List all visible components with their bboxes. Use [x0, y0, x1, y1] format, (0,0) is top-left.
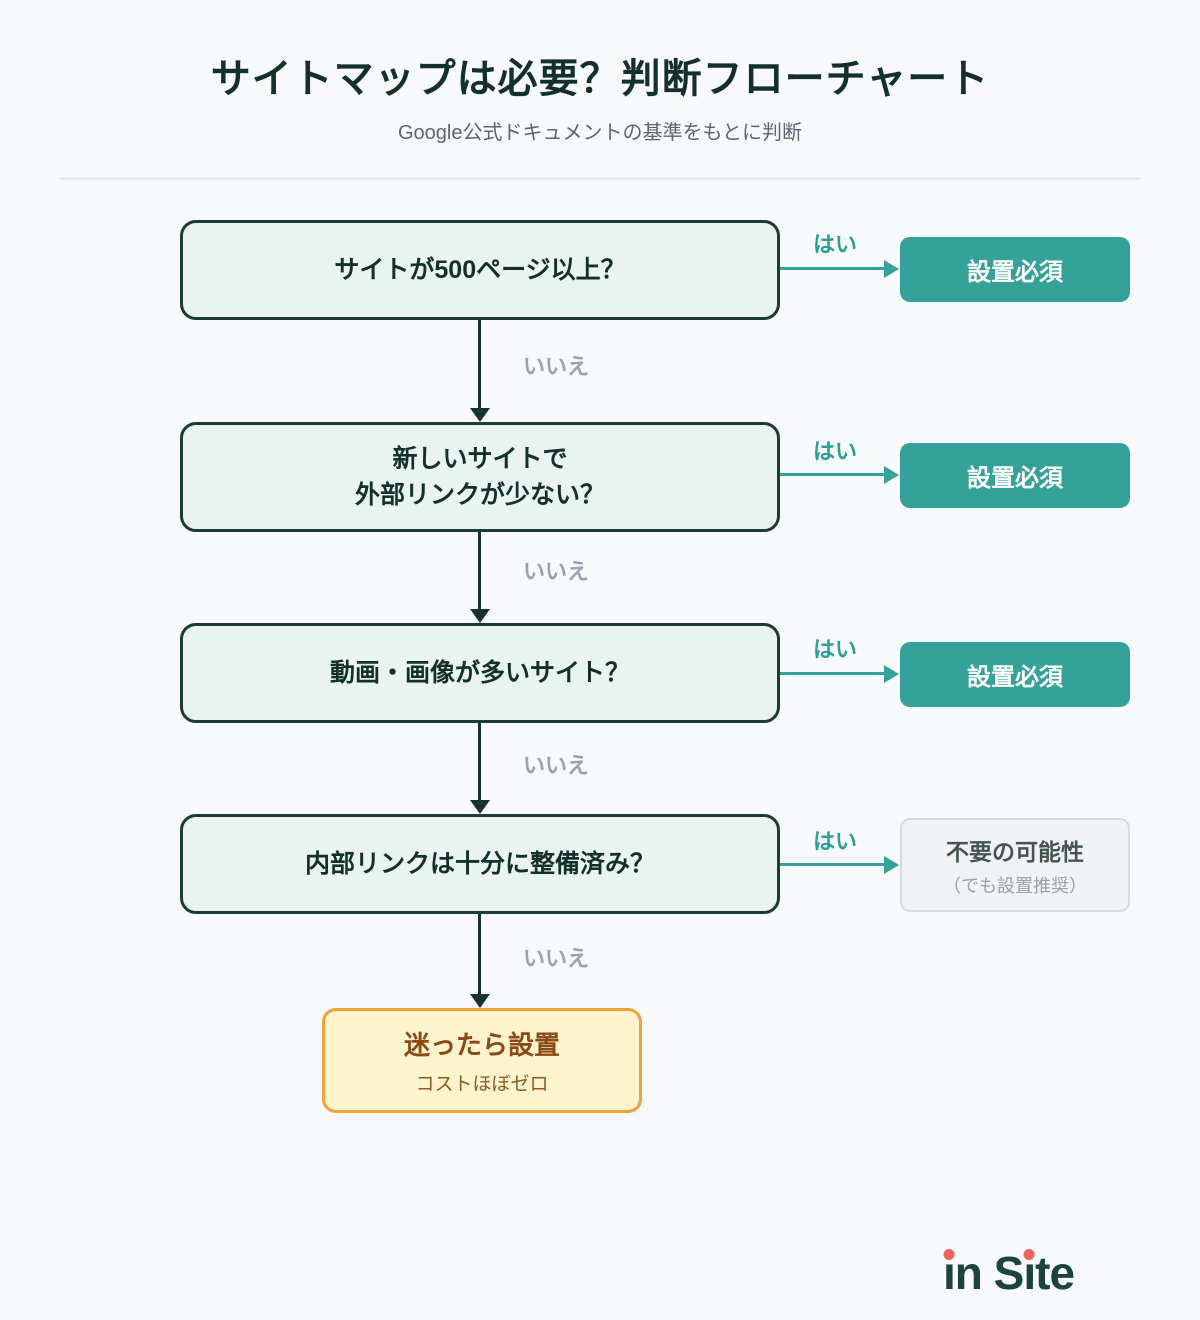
result-box-maybe-unnecessary: 不要の可能性 （でも設置推奨）	[900, 818, 1130, 912]
no-label: いいえ	[523, 559, 590, 584]
question-text-line1: 新しいサイトで	[392, 444, 568, 473]
question-text: 内部リンクは十分に整備済み？	[304, 849, 655, 878]
final-subtitle: コストほぼゼロ	[415, 1074, 549, 1095]
logo-letters: n S	[954, 1247, 1025, 1299]
divider	[60, 177, 1140, 180]
yes-arrow-head-icon	[884, 260, 899, 278]
result-box-required-2: 設置必須	[900, 443, 1130, 508]
logo-letter-i: ı	[943, 1247, 956, 1299]
result-text: 不要の可能性	[946, 838, 1084, 865]
yes-arrow-head-icon	[884, 466, 899, 484]
question-text-line2: 外部リンクが少ない？	[354, 481, 605, 509]
page-subtitle: Google公式ドキュメントの基準をもとに判断	[397, 122, 803, 144]
yes-arrow-head-icon	[884, 665, 899, 683]
no-arrow-head-icon	[470, 609, 490, 623]
result-text: 設置必須	[967, 465, 1063, 492]
result-note: （でも設置推奨）	[943, 875, 1087, 896]
no-arrow-head-icon	[470, 994, 490, 1008]
question-text: サイトが500ページ以上？	[334, 255, 626, 284]
question-box-pages: サイトが500ページ以上？	[180, 220, 780, 320]
yes-arrow-line	[780, 672, 884, 675]
result-text: 設置必須	[967, 259, 1063, 286]
final-title: 迷ったら設置	[403, 1030, 560, 1060]
final-box-install-anyway: 迷ったら設置 コストほぼゼロ	[322, 1008, 642, 1113]
no-arrow-line	[478, 320, 481, 410]
no-arrow-head-icon	[470, 408, 490, 422]
no-label: いいえ	[523, 753, 590, 778]
result-box-required-3: 設置必須	[900, 642, 1130, 707]
no-label: いいえ	[523, 946, 590, 971]
no-label: いいえ	[523, 354, 590, 379]
logo-letters: te	[1035, 1247, 1075, 1299]
yes-label: はい	[813, 439, 858, 464]
result-text: 設置必須	[967, 664, 1063, 691]
no-arrow-head-icon	[470, 800, 490, 814]
yes-arrow-line	[780, 267, 884, 270]
yes-label: はい	[813, 637, 858, 662]
brand-logo: ın Sıte	[943, 1246, 1075, 1302]
question-text: 動画・画像が多いサイト？	[329, 658, 630, 687]
no-arrow-line	[478, 723, 481, 801]
yes-label: はい	[813, 829, 858, 854]
question-box-new-site: 新しいサイトで 外部リンクが少ない？	[180, 422, 780, 532]
yes-arrow-head-icon	[884, 856, 899, 874]
question-box-internal-links: 内部リンクは十分に整備済み？	[180, 814, 780, 914]
logo-letter-i: ı	[1023, 1247, 1036, 1299]
no-arrow-line	[478, 532, 481, 610]
result-box-required-1: 設置必須	[900, 237, 1130, 302]
yes-label: はい	[813, 232, 858, 257]
page-title: サイトマップは必要？判断フローチャート	[210, 57, 990, 101]
no-arrow-line	[478, 914, 481, 995]
yes-arrow-line	[780, 473, 884, 476]
yes-arrow-line	[780, 863, 884, 866]
question-box-media: 動画・画像が多いサイト？	[180, 623, 780, 723]
